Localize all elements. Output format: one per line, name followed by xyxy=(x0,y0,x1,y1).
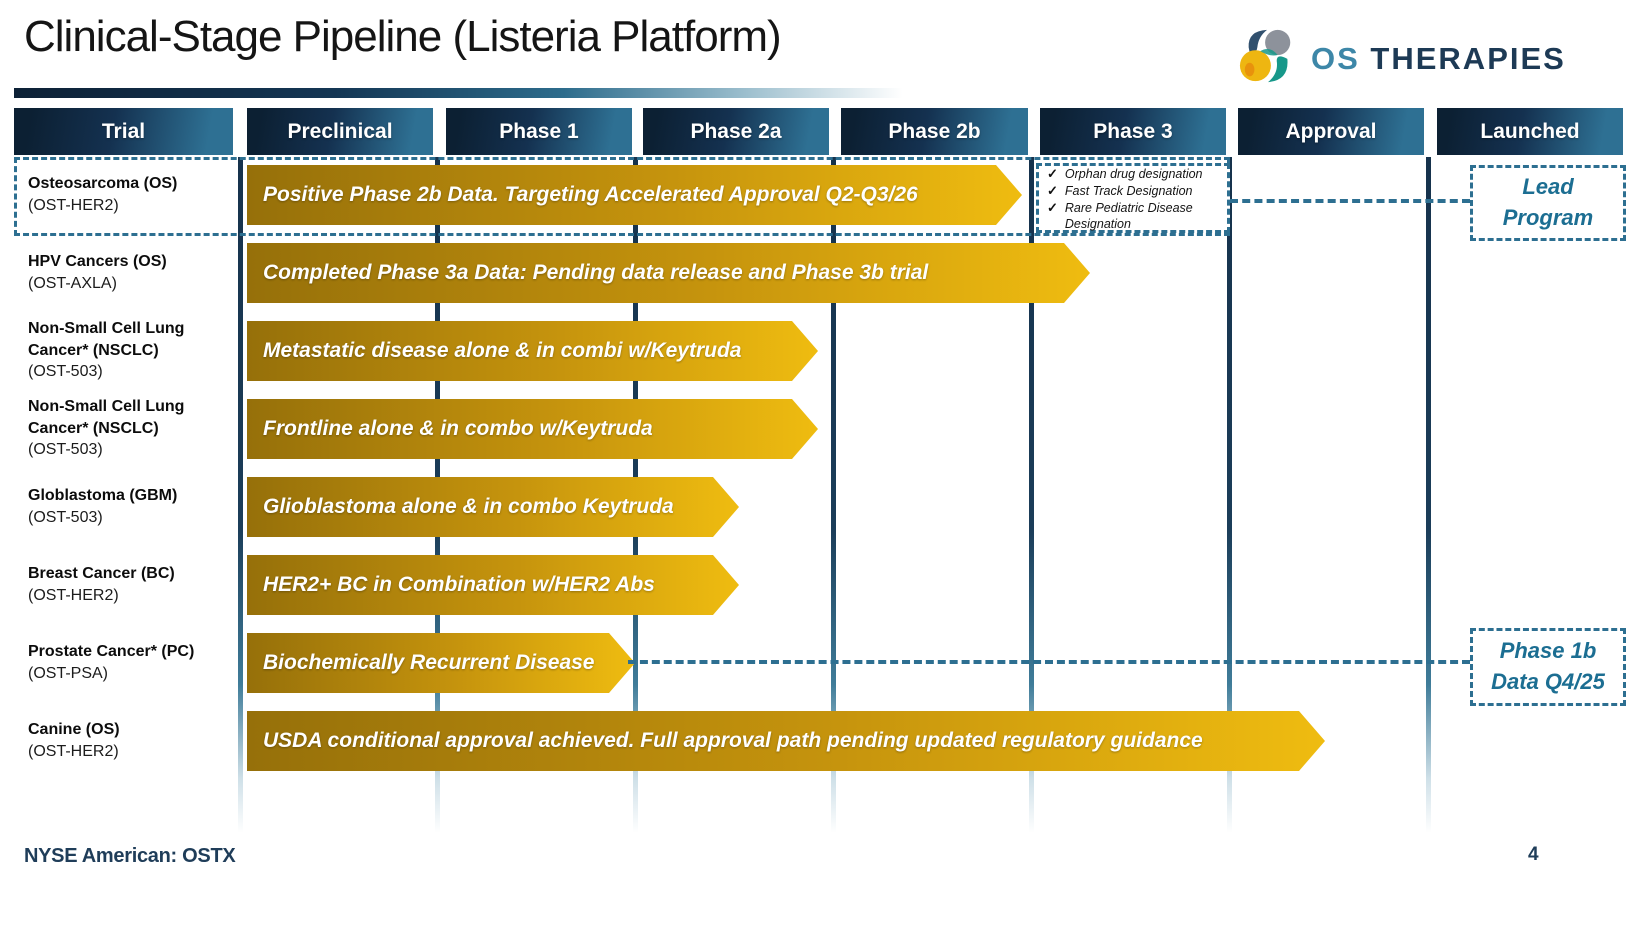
phase1b-connector-line xyxy=(628,660,1470,664)
designation-text: Fast Track Designation xyxy=(1064,183,1193,198)
page-number: 4 xyxy=(1528,844,1539,865)
column-header-trial: Trial xyxy=(14,108,233,155)
column-divider xyxy=(831,157,836,833)
trial-code: (OST-503) xyxy=(28,363,103,381)
lead-program-callout: Lead Program xyxy=(1470,165,1626,241)
row-label: Globlastoma (GBM) (OST-503) xyxy=(28,485,233,528)
row-label: Osteosarcoma (OS) (OST-HER2) xyxy=(28,173,233,216)
trial-name: HPV Cancers (OS) xyxy=(28,253,167,270)
designation-item: ✓ Orphan drug designation xyxy=(1047,166,1221,183)
fda-designations-box: ✓ Orphan drug designation ✓ Fast Track D… xyxy=(1036,163,1230,233)
row-label: Breast Cancer (BC) (OST-HER2) xyxy=(28,563,233,606)
column-header-phase1: Phase 1 xyxy=(446,108,632,155)
callout-line: Program xyxy=(1502,205,1594,230)
row-label: Canine (OS) (OST-HER2) xyxy=(28,719,233,762)
lead-program-connector-line xyxy=(1230,199,1470,203)
column-header-phase2b: Phase 2b xyxy=(841,108,1028,155)
pipeline-bar: Glioblastoma alone & in combo Keytruda xyxy=(247,477,739,537)
check-icon: ✓ xyxy=(1047,199,1058,215)
check-icon: ✓ xyxy=(1047,165,1058,181)
pipeline-bar: HER2+ BC in Combination w/HER2 Abs xyxy=(247,555,739,615)
title-underline-rule xyxy=(14,88,930,98)
trial-name: Canine (OS) xyxy=(28,721,120,738)
column-header-approval: Approval xyxy=(1238,108,1424,155)
designation-item: ✓ Fast Track Designation xyxy=(1047,183,1221,200)
column-header-phase3: Phase 3 xyxy=(1040,108,1226,155)
column-header-launched: Launched xyxy=(1437,108,1623,155)
brand-logo: OS THERAPIES xyxy=(1237,26,1566,91)
column-header-preclinical: Preclinical xyxy=(247,108,433,155)
column-divider xyxy=(1227,157,1232,833)
trial-name: Non-Small Cell Lung Cancer* (NSCLC) xyxy=(28,320,185,359)
callout-line: Phase 1b xyxy=(1499,638,1597,664)
trial-code: (OST-503) xyxy=(28,441,103,459)
pipeline-bar: USDA conditional approval achieved. Full… xyxy=(247,711,1325,771)
pipeline-bar: Completed Phase 3a Data: Pending data re… xyxy=(247,243,1090,303)
column-divider xyxy=(1426,157,1431,833)
pipeline-bar: Metastatic disease alone & in combi w/Ke… xyxy=(247,321,818,381)
trial-code: (OST-PSA) xyxy=(28,664,109,682)
logo-word-os: OS xyxy=(1311,40,1360,76)
column-divider xyxy=(1029,157,1034,833)
trial-code: (OST-HER2) xyxy=(28,196,119,214)
row-label: HPV Cancers (OS) (OST-AXLA) xyxy=(28,251,233,294)
trial-code: (OST-HER2) xyxy=(28,586,119,604)
callout-line: Lead xyxy=(1522,174,1574,200)
trial-name: Non-Small Cell Lung Cancer* (NSCLC) xyxy=(28,398,185,437)
designation-item: ✓ Rare Pediatric Disease Designation xyxy=(1047,200,1221,233)
row-label: Non-Small Cell Lung Cancer* (NSCLC) (OST… xyxy=(28,396,233,461)
trial-code: (OST-AXLA) xyxy=(28,274,117,292)
designation-text: Orphan drug designation xyxy=(1064,166,1203,181)
check-icon: ✓ xyxy=(1047,182,1058,198)
trial-name: Prostate Cancer* (PC) xyxy=(28,643,195,660)
trial-code: (OST-HER2) xyxy=(28,742,119,760)
pipeline-bar: Positive Phase 2b Data. Targeting Accele… xyxy=(247,165,1022,225)
row-label: Non-Small Cell Lung Cancer* (NSCLC) (OST… xyxy=(28,318,233,383)
logo-mark-icon xyxy=(1237,26,1299,91)
column-divider xyxy=(238,157,243,833)
designation-text: Rare Pediatric Disease Designation xyxy=(1064,200,1193,231)
callout-line: Data Q4/25 xyxy=(1491,669,1605,694)
trial-name: Osteosarcoma (OS) xyxy=(28,175,178,192)
pipeline-bar: Biochemically Recurrent Disease xyxy=(247,633,635,693)
footer-ticker: NYSE American: OSTX xyxy=(24,845,236,867)
page-title: Clinical-Stage Pipeline (Listeria Platfo… xyxy=(24,12,782,61)
phase1b-data-callout: Phase 1b Data Q4/25 xyxy=(1470,628,1626,706)
trial-code: (OST-503) xyxy=(28,508,103,526)
logo-text: OS THERAPIES xyxy=(1311,41,1566,77)
column-header-phase2a: Phase 2a xyxy=(643,108,829,155)
pipeline-bar: Frontline alone & in combo w/Keytruda xyxy=(247,399,818,459)
trial-name: Breast Cancer (BC) xyxy=(28,565,175,582)
trial-name: Globlastoma (GBM) xyxy=(28,487,178,504)
row-label: Prostate Cancer* (PC) (OST-PSA) xyxy=(28,641,233,684)
logo-word-therapies: THERAPIES xyxy=(1370,40,1566,76)
